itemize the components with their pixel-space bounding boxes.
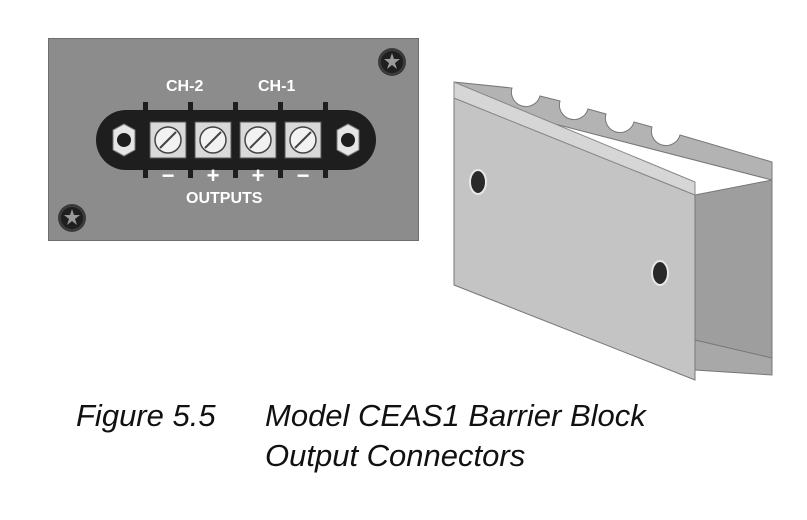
channel-label-ch1: CH-1 bbox=[258, 78, 296, 95]
hex-nut-icon bbox=[112, 123, 136, 157]
hex-nut-icon bbox=[336, 123, 360, 157]
screw-icon bbox=[378, 48, 406, 76]
figure-number: Figure 5.5 bbox=[76, 398, 216, 433]
polarity-sign-ch1-negative: − bbox=[296, 163, 310, 188]
terminal-screw-icon bbox=[194, 121, 232, 159]
terminal-screw-icon bbox=[284, 121, 322, 159]
terminal-screw-icon bbox=[149, 121, 187, 159]
mounting-bracket bbox=[453, 81, 773, 381]
figure-title-line-2: Output Connectors bbox=[265, 438, 526, 473]
outputs-label: OUTPUTS bbox=[186, 190, 263, 207]
polarity-sign-ch2-positive: + bbox=[206, 163, 220, 188]
polarity-sign-ch1-positive: + bbox=[251, 163, 265, 188]
channel-label-ch2: CH-2 bbox=[166, 78, 204, 95]
terminal-screw-icon bbox=[239, 121, 277, 159]
polarity-sign-ch2-negative: − bbox=[161, 163, 175, 188]
screw-icon bbox=[58, 204, 86, 232]
figure-title-line-1: Model CEAS1 Barrier Block bbox=[265, 398, 646, 433]
barrier-block bbox=[96, 102, 376, 178]
